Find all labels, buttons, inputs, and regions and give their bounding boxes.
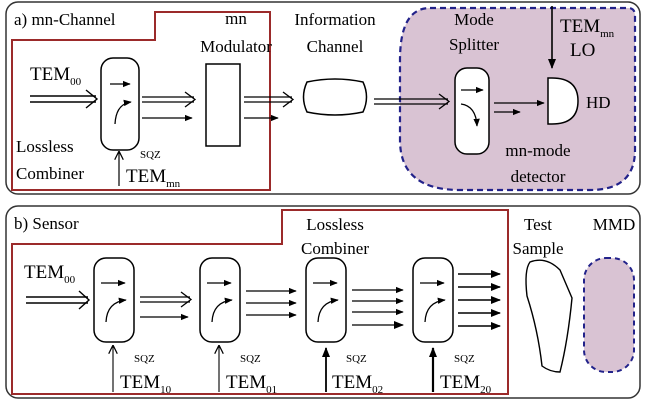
combiner-module-a (100, 57, 140, 151)
splitter-label-1: Mode (454, 10, 494, 29)
modulator-label-1: mn (225, 9, 247, 28)
hd-detector (547, 77, 579, 125)
mode-splitter (454, 67, 490, 155)
panel-b-frame (5, 205, 641, 399)
information-channel (302, 78, 368, 116)
arrows-b1-b2 (140, 291, 193, 321)
panel-a-frame (5, 1, 641, 195)
combiner-label-a-2: Combiner (16, 164, 84, 183)
arrows-b4-out (458, 270, 501, 330)
sqz-tem-b3: TEM02 (332, 372, 383, 396)
combiner-arrow-curved (114, 99, 132, 125)
panel-b-label: b) Sensor (14, 214, 79, 233)
test-sample-label-1: Test (524, 215, 552, 234)
lo-label: LO (570, 40, 595, 61)
sqz-tem-b1: TEM10 (120, 372, 172, 396)
channel-label-2: Channel (307, 37, 364, 56)
channel-label-1: Information (294, 10, 376, 29)
sqz-sup-b2: SQZ (240, 353, 261, 365)
test-sample-shape (525, 259, 573, 373)
combiner-label-b-2: Combiner (301, 239, 369, 258)
combiner-module-b1 (93, 257, 135, 343)
mmd-label: MMD (593, 215, 636, 234)
panel-b-red-box (11, 209, 509, 395)
modulator-label-2: Modulator (200, 37, 272, 56)
mn-modulator-box (205, 63, 241, 147)
combiner-label-b-1: Lossless (306, 215, 364, 234)
sqz-sup-b4: SQZ (454, 353, 475, 365)
combiner-module-b2 (199, 257, 241, 343)
arrows-to-hd (494, 99, 545, 116)
arrows-b2-b3 (246, 287, 297, 319)
sqz-sup-b1: SQZ (134, 353, 155, 365)
arrows-to-channel (244, 91, 295, 122)
detector-label-1: mn-mode (505, 141, 570, 160)
hd-label: HD (586, 93, 611, 112)
panel-a-label: a) mn-Channel (14, 10, 116, 29)
sqz-sup-b3: SQZ (346, 353, 367, 365)
input-tem00-a: TEM00 (30, 64, 82, 88)
arrows-b3-b4 (352, 286, 404, 329)
sqz-tem-a: TEMmn (126, 166, 181, 190)
panel-a-red-box (11, 11, 271, 191)
combiner-module-b3 (305, 257, 347, 343)
splitter-label-2: Splitter (449, 35, 499, 54)
double-arrow-input-b (26, 290, 91, 310)
panel-a: a) mn-Channel mn Modulator Information C… (5, 1, 641, 195)
detector-label-2: detector (511, 167, 566, 186)
combiner-module-b4 (412, 257, 454, 343)
lo-tem: TEMmn (560, 16, 615, 40)
mmd-box (583, 257, 635, 373)
double-arrow-input-a (30, 89, 99, 109)
sqz-tem-b2: TEM01 (226, 372, 277, 396)
sqz-tem-b4: TEM20 (440, 372, 492, 396)
panel-b: b) Sensor Lossless Combiner Test Sample … (5, 205, 641, 399)
arrows-to-splitter (374, 93, 451, 110)
sqz-sup-a: SQZ (140, 149, 161, 161)
test-sample-label-2: Sample (513, 239, 564, 258)
splitter-arrow-curved (460, 103, 480, 127)
input-tem00-b: TEM00 (24, 262, 76, 286)
arrows-to-modulator (142, 91, 197, 122)
combiner-label-a-1: Lossless (16, 137, 74, 156)
